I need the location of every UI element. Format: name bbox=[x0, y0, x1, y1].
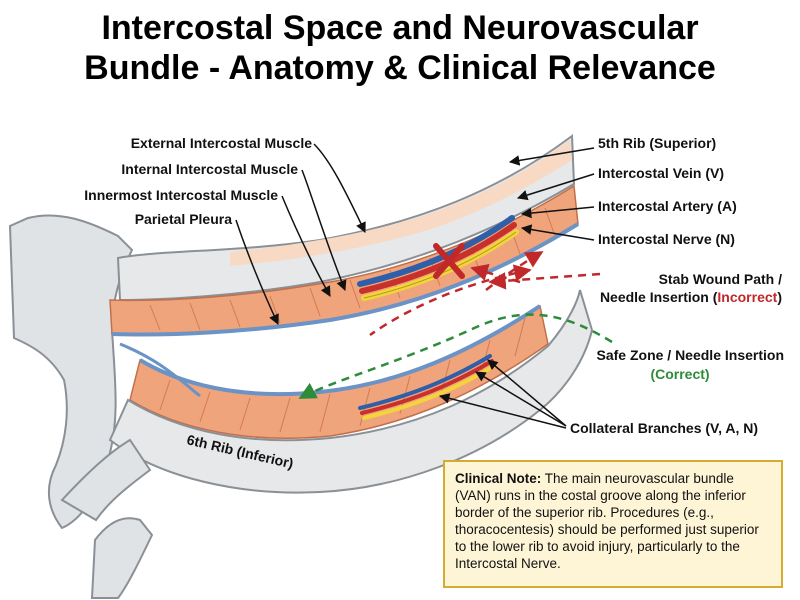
collateral-vein-line bbox=[358, 354, 492, 410]
leader-vein bbox=[516, 173, 595, 201]
leader-collateral-2 bbox=[475, 371, 567, 427]
stab-path-arrow-up bbox=[485, 250, 544, 291]
leader-internal bbox=[301, 169, 347, 291]
superior-nerve-outline bbox=[363, 231, 517, 299]
label-rib-superior: 5th Rib (Superior) bbox=[598, 135, 716, 151]
label-intercostal-artery: Intercostal Artery (A) bbox=[598, 198, 737, 214]
leader-nerve bbox=[520, 224, 595, 241]
label-safe-line2: (Correct) bbox=[650, 366, 709, 382]
leader-pleura bbox=[235, 219, 279, 325]
stab-x-mark bbox=[433, 243, 465, 279]
leader-rib-superior bbox=[508, 147, 595, 166]
label-collateral: Collateral Branches (V, A, N) bbox=[570, 420, 758, 436]
collateral-artery-line bbox=[360, 359, 494, 415]
parietal-pleura-lower bbox=[138, 304, 542, 397]
pleural-cavity bbox=[120, 234, 578, 403]
label-parietal-pleura: Parietal Pleura bbox=[135, 211, 232, 227]
label-intercostal-vein: Intercostal Vein (V) bbox=[598, 165, 724, 181]
leader-collateral-3 bbox=[438, 393, 567, 429]
parietal-pleura-upper bbox=[111, 222, 580, 337]
clinical-note-box: Clinical Note: The main neurovascular bu… bbox=[443, 460, 783, 588]
label-safe-line1: Safe Zone / Needle Insertion bbox=[597, 347, 785, 363]
sternum-lower-shape bbox=[90, 517, 154, 599]
title-line-2: Bundle - Anatomy & Clinical Relevance bbox=[84, 49, 716, 87]
label-innermost-intercostal: Innermost Intercostal Muscle bbox=[84, 187, 278, 203]
inner-cavity-edge bbox=[119, 342, 201, 398]
leader-collateral-1 bbox=[487, 359, 567, 427]
leader-artery bbox=[520, 206, 595, 219]
leader-innermost bbox=[281, 195, 331, 297]
stab-path-arrow-left bbox=[369, 264, 532, 337]
inferior-rib bbox=[108, 289, 594, 494]
stab-path-arrow-right bbox=[488, 272, 601, 290]
clinical-note-body: The main neurovascular bundle (VAN) runs… bbox=[455, 471, 759, 571]
label-stab-line2: Needle Insertion (Incorrect) bbox=[600, 289, 782, 305]
clinical-note-heading: Clinical Note: bbox=[455, 471, 542, 486]
label-internal-intercostal: Internal Intercostal Muscle bbox=[121, 161, 298, 177]
leader-external bbox=[313, 143, 366, 233]
label-external-intercostal: External Intercostal Muscle bbox=[131, 135, 313, 151]
inferior-rib-extension bbox=[60, 438, 152, 522]
page-title: Intercostal Space and Neurovascular Bund… bbox=[0, 8, 800, 88]
title-line-1: Intercostal Space and Neurovascular bbox=[101, 9, 699, 47]
label-stab-line1: Stab Wound Path / bbox=[659, 271, 783, 287]
superior-rib-shade bbox=[230, 140, 572, 266]
label-intercostal-nerve: Intercostal Nerve (N) bbox=[598, 231, 735, 247]
